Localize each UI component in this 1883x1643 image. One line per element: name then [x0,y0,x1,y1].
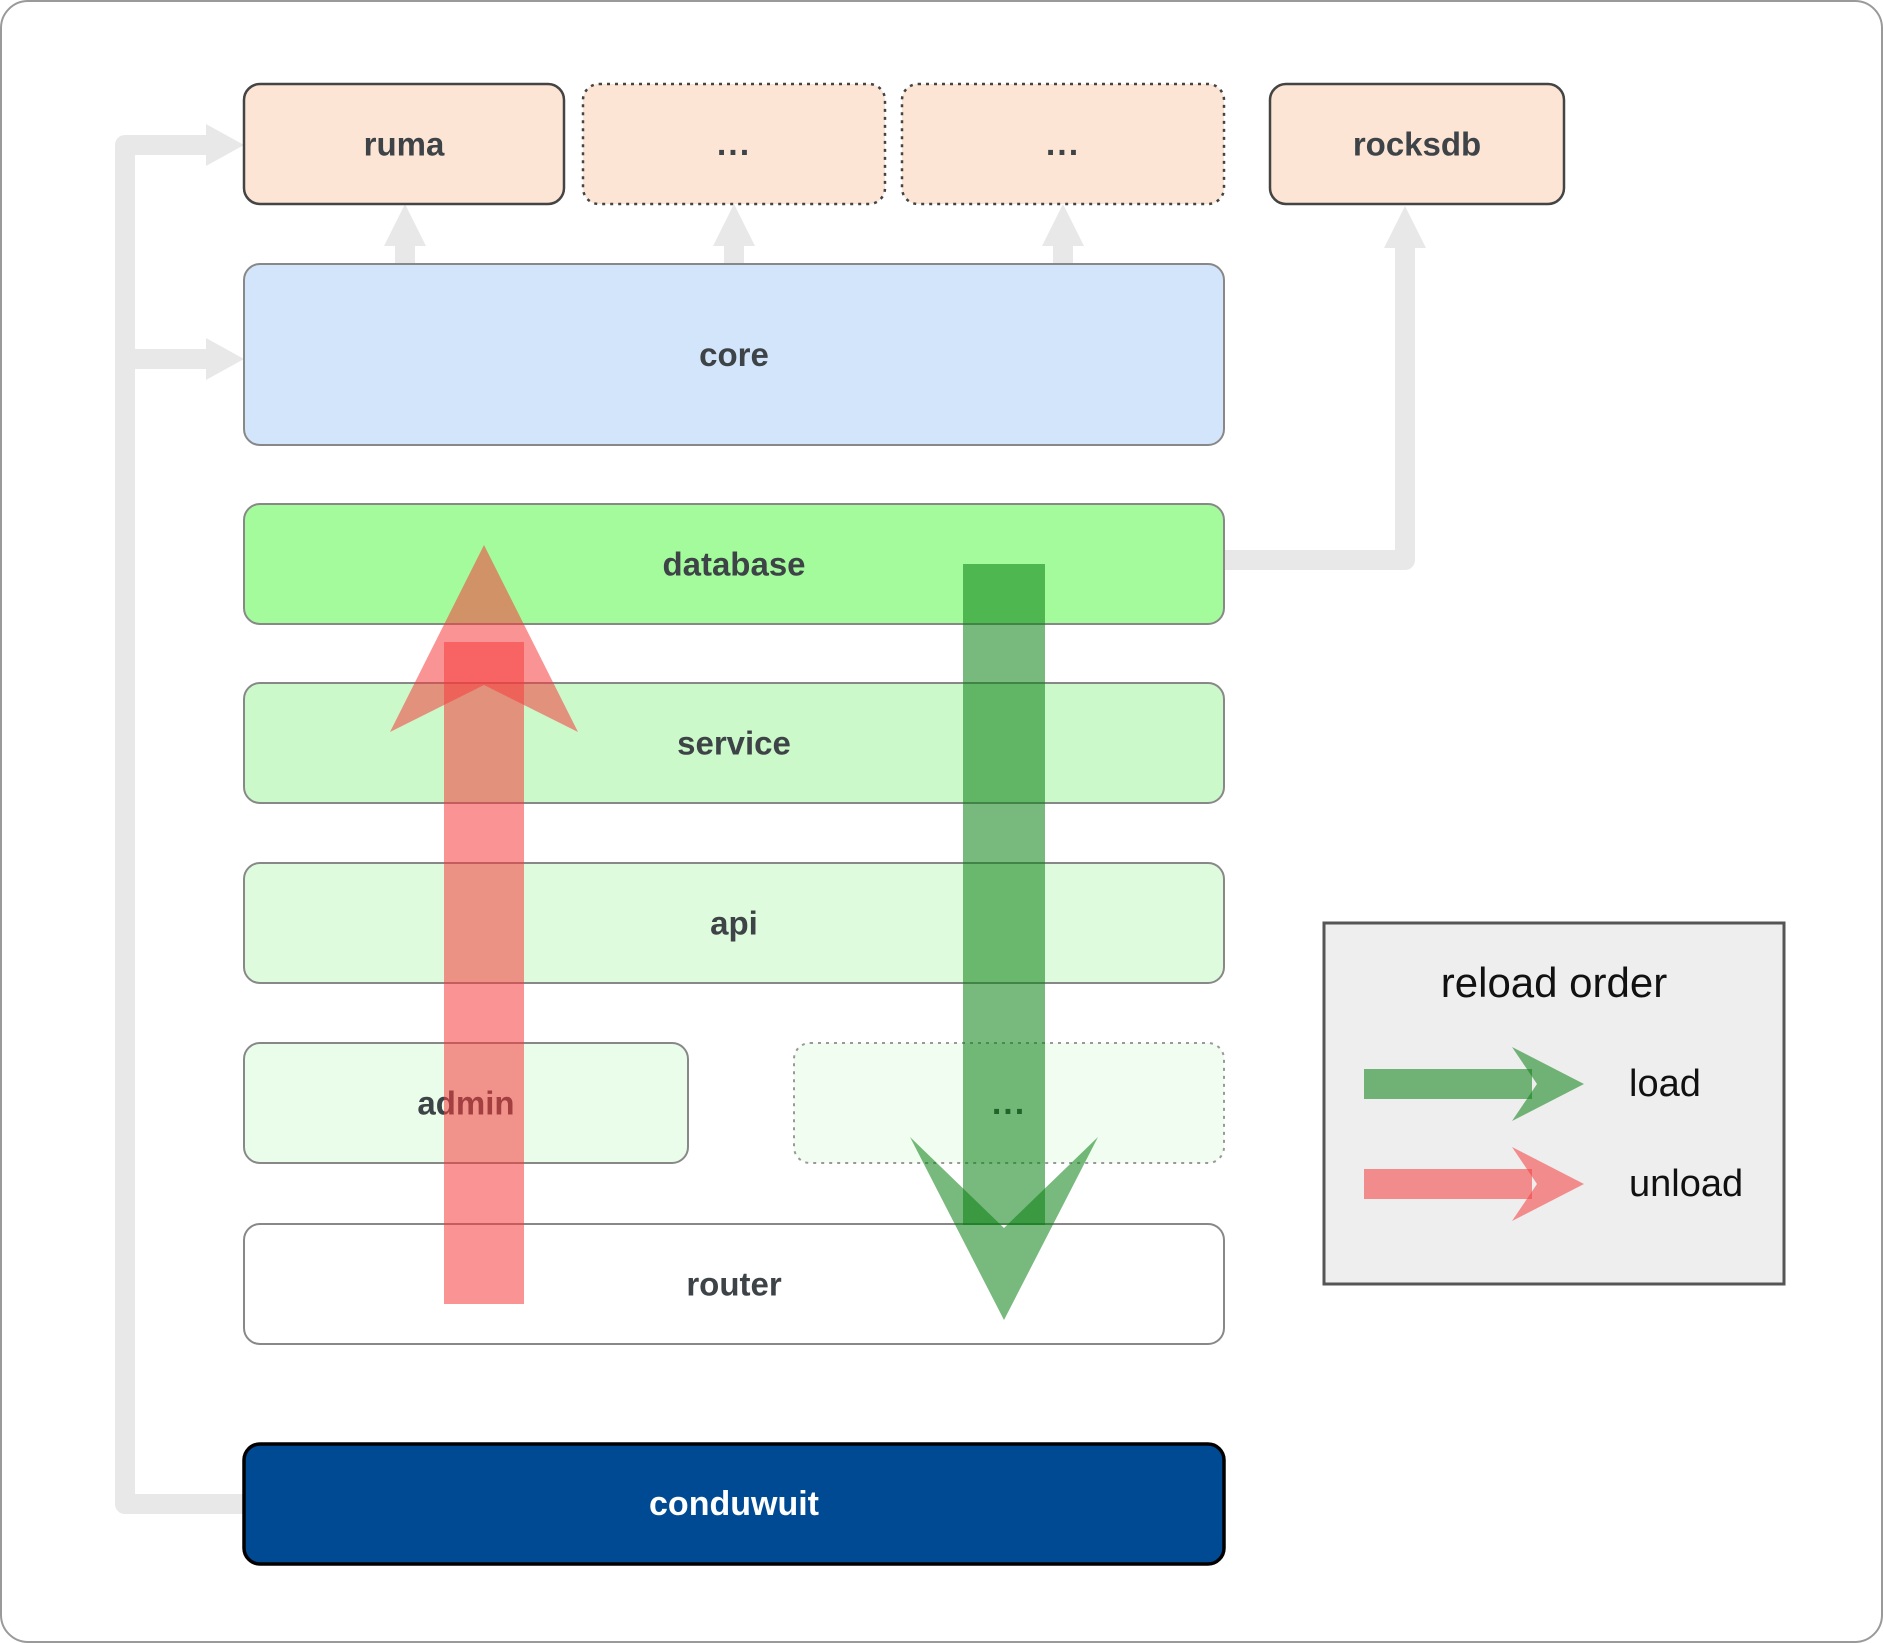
node-ruma: ruma [242,82,566,206]
connector-database-to-rocksdb-elbow [1224,244,1415,570]
legend-unload-label: unload [1629,1163,1743,1205]
node-rocksdb: rocksdb [1268,82,1566,206]
legend-box [1322,921,1786,1286]
node-router: router [243,1223,1225,1345]
reload-flow-arrows [390,545,1098,1320]
load-arrow-shaft [963,564,1045,1225]
legend-load-arrow [1364,1047,1584,1121]
load-arrow [910,564,1098,1320]
node-database-label: database [662,546,805,583]
connector-conduwuit-to-ruma-elbow [115,135,244,1514]
node-core: core [243,263,1225,446]
gray-connectors [115,124,1426,1514]
legend-arrows [1364,1047,1584,1221]
node-conduwuit-label: conduwuit [649,1485,819,1523]
legend-unload-arrow-head [1512,1147,1584,1221]
unload-arrow [390,545,578,1304]
legend-unload-arrow-shaft [1364,1169,1532,1199]
node-crate-ellipsis-2-label: ... [1046,125,1080,163]
load-arrow-head [910,1137,1098,1320]
node-api: api [243,862,1225,984]
node-crate-ellipsis-1-box [581,82,887,206]
arrowhead-into-rocksdb-icon [1384,206,1426,248]
node-router-label: router [686,1266,782,1303]
legend-title: reload order [1441,959,1667,1006]
legend-unload-arrow [1364,1147,1584,1221]
node-rocksdb-box [1268,82,1566,206]
legend: reload order load unload [1322,921,1786,1286]
node-database: database [243,503,1225,625]
legend-load-arrow-head [1512,1047,1584,1121]
node-service: service [243,682,1225,804]
diagram-nodes: ruma......rocksdbcoredatabaseserviceapia… [242,82,1566,1566]
node-crate-ellipsis-2-box [900,82,1226,206]
node-api-label: api [710,905,758,942]
legend-load-arrow-shaft [1364,1069,1532,1099]
arrowhead-into-top-2-icon [713,204,755,246]
node-rocksdb-label: rocksdb [1353,126,1481,163]
arrowhead-into-ruma-icon [206,124,244,166]
node-core-label: core [699,336,769,373]
arrowhead-into-top-3-icon [1042,204,1084,246]
node-ruma-box [242,82,566,206]
node-core-box [243,263,1225,446]
unload-arrow-shaft [444,642,524,1304]
node-conduwuit-box [242,1442,1226,1566]
node-conduwuit: conduwuit [242,1442,1226,1566]
unload-arrow-head [390,545,578,732]
node-service-label: service [677,725,791,762]
legend-load-label: load [1629,1063,1701,1105]
arrowhead-into-top-1-icon [384,204,426,246]
node-crate-ellipsis-2: ... [900,82,1226,206]
node-crate-ellipsis-1-label: ... [717,125,751,163]
node-ruma-label: ruma [364,126,445,163]
node-crate-ellipsis-1: ... [581,82,887,206]
arrowhead-into-core-icon [206,338,244,380]
